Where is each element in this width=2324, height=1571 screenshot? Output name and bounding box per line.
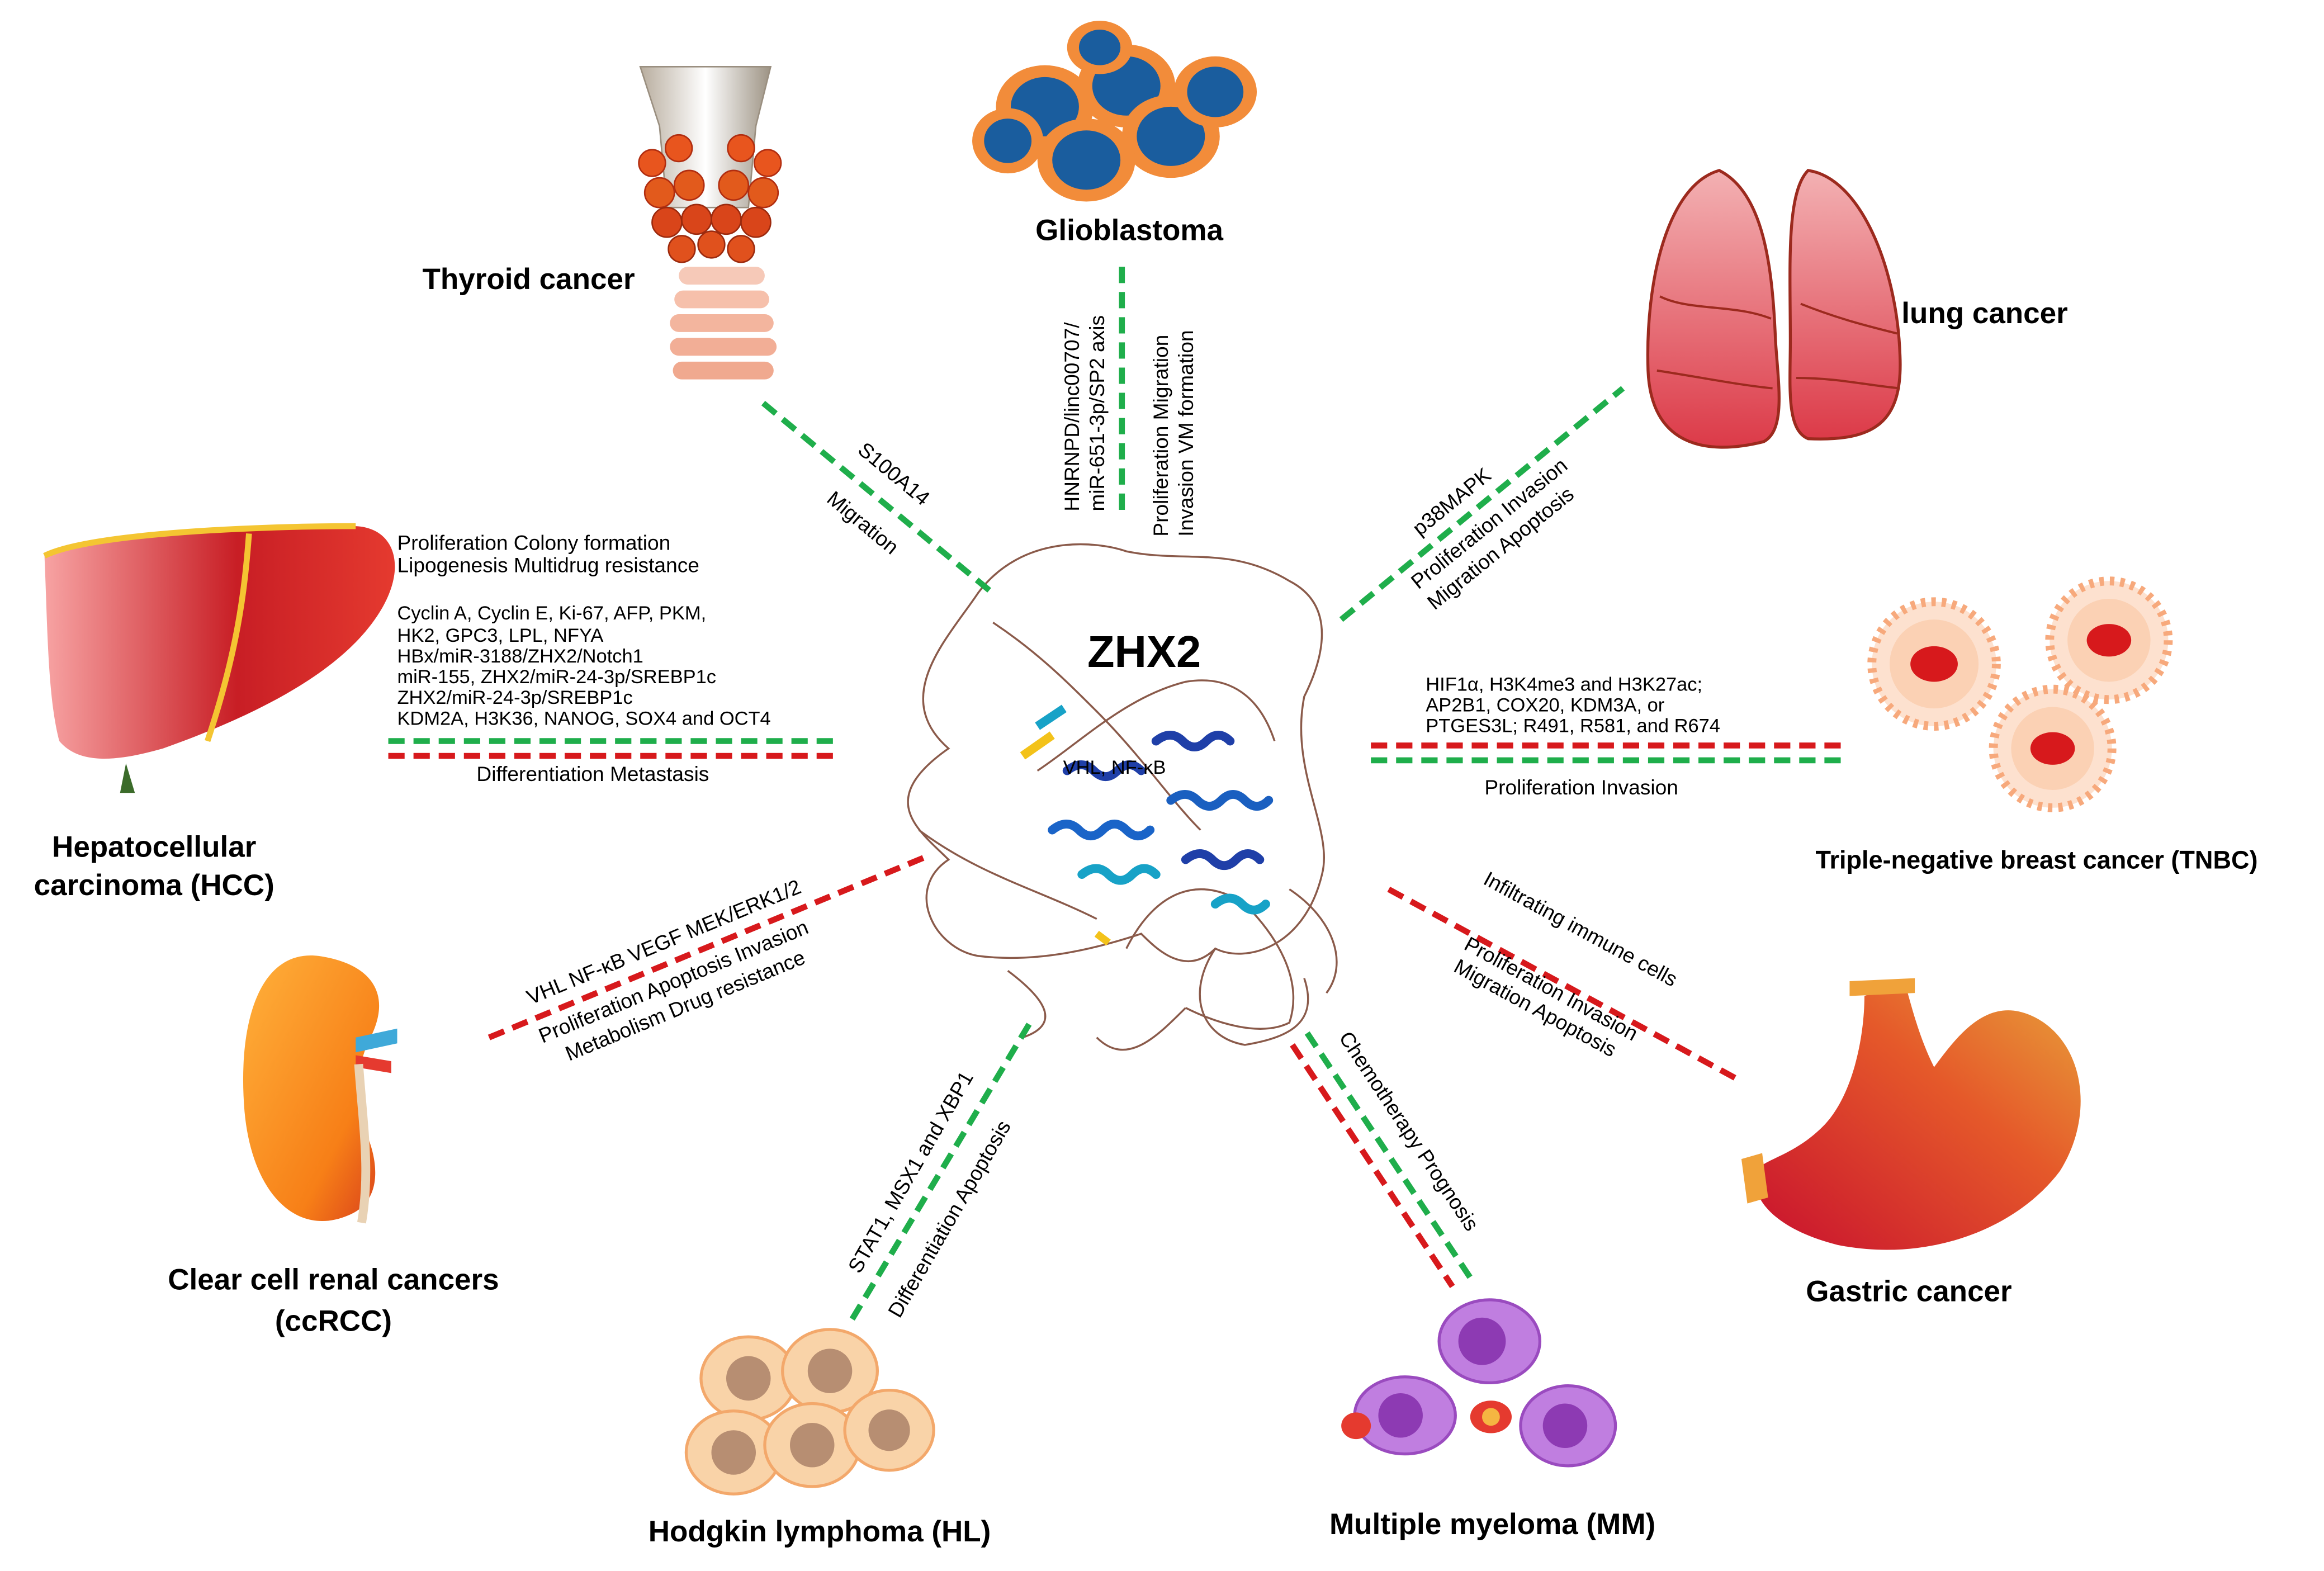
hodgkin-pathway: STAT1, MSX1 and XBP1	[843, 1067, 978, 1277]
hodgkin-effect: Differentiation Apoptosis	[883, 1116, 1015, 1321]
glioblastoma-pathway-line1: HNRNPD/linc00707/	[1060, 322, 1083, 512]
kidney-illustration	[243, 955, 397, 1224]
thyroid-connector	[761, 400, 998, 598]
zhx2-protein-structure	[907, 543, 1338, 1051]
stomach-illustration	[1741, 978, 2081, 1250]
center-title: ZHX2	[1087, 627, 1201, 676]
gastric-connector	[1387, 886, 1739, 1082]
tnbc-molecule-3: PTGES3L; R491, R581, and R674	[1426, 716, 1720, 737]
myeloma-title: Multiple myeloma (MM)	[1329, 1508, 1655, 1541]
glioblastoma-pathway-line2: miR-651-3p/SP2 axis	[1085, 315, 1109, 512]
tnbc-molecule-1: HIF1α, H3K4me3 and H3K27ac;	[1426, 674, 1702, 695]
hcc-effect-line1: Proliferation Colony formation	[397, 531, 670, 555]
lung-illustration	[1646, 169, 1902, 449]
glioblastoma-effect-line2: Invasion VM formation	[1174, 330, 1198, 536]
hcc-molecule-3: HBx/miR-3188/ZHX2/Notch1	[397, 646, 643, 667]
ccrcc-title-line2: (ccRCC)	[275, 1305, 392, 1338]
myeloma-connector-green	[1304, 1031, 1473, 1280]
hodgkin-cells-illustration	[684, 1328, 935, 1496]
myeloma-connector-red	[1290, 1043, 1455, 1288]
liver-illustration	[43, 523, 395, 793]
tnbc-title: Triple-negative breast cancer (TNBC)	[1815, 845, 2257, 874]
hcc-molecule-4: miR-155, ZHX2/miR-24-3p/SREBP1c	[397, 666, 716, 688]
center-inner-label: VHL, NF-κB	[1063, 757, 1166, 778]
hcc-title-line1: Hepatocellular	[52, 830, 256, 863]
glioblastoma-illustration	[972, 21, 1257, 202]
hcc-molecule-5: ZHX2/miR-24-3p/SREBP1c	[397, 687, 632, 708]
hcc-effect-below: Differentiation Metastasis	[476, 762, 709, 786]
hcc-effect-line2: Lipogenesis Multidrug resistance	[397, 553, 699, 576]
tnbc-molecule-2: AP2B1, COX20, KDM3A, or	[1426, 694, 1664, 716]
tnbc-illustration	[1867, 576, 2173, 812]
lung-title: lung cancer	[1901, 297, 2068, 330]
myeloma-effect: Chemotherapy Prognosis	[1334, 1027, 1484, 1235]
lung-connector	[1339, 386, 1625, 622]
hcc-molecule-6: KDM2A, H3K36, NANOG, SOX4 and OCT4	[397, 708, 770, 729]
hcc-title-line2: carcinoma (HCC)	[34, 869, 274, 902]
tnbc-effect: Proliferation Invasion	[1484, 775, 1678, 799]
gastric-title: Gastric cancer	[1806, 1275, 2011, 1308]
thyroid-title: Thyroid cancer	[423, 263, 635, 296]
thyroid-pathway: S100A14	[854, 437, 934, 510]
ccrcc-connector	[487, 854, 927, 1040]
hcc-molecule-2: HK2, GPC3, LPL, NFYA	[397, 625, 603, 646]
hcc-molecule-1: Cyclin A, Cyclin E, Ki-67, AFP, PKM,	[397, 603, 706, 624]
hodgkin-title: Hodgkin lymphoma (HL)	[649, 1515, 991, 1548]
hodgkin-connector	[849, 1021, 1033, 1321]
glioblastoma-title: Glioblastoma	[1035, 214, 1223, 247]
thyroid-illustration	[638, 65, 782, 380]
thyroid-effect: Migration	[823, 486, 903, 559]
glioblastoma-effect-line1: Proliferation Migration	[1149, 335, 1172, 537]
ccrcc-title-line1: Clear cell renal cancers	[168, 1263, 499, 1296]
myeloma-cells-illustration	[1341, 1298, 1617, 1468]
